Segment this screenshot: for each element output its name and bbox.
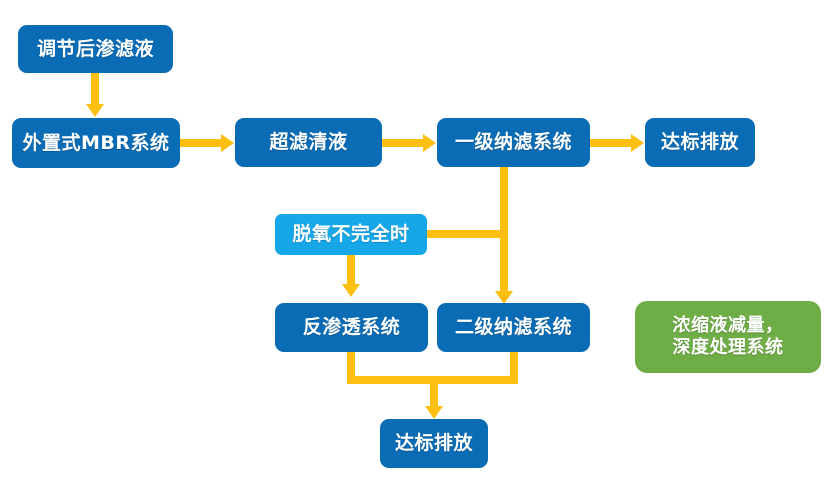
connector-nf1-to-discharge1-arrowhead bbox=[631, 134, 644, 152]
connector-uf-to-nf1-arrowhead bbox=[423, 134, 436, 152]
node-concentrate-reduction-system-label: 浓缩液减量， 深度处理系统 bbox=[672, 315, 784, 358]
node-incomplete-deoxygenation[interactable]: 脱氧不完全时 bbox=[275, 214, 427, 255]
connector-uf-to-nf1-line bbox=[382, 139, 424, 147]
node-compliant-discharge-top[interactable]: 达标排放 bbox=[645, 118, 755, 167]
node-nanofiltration-stage2-label: 二级纳滤系统 bbox=[454, 316, 572, 339]
connector-merge-to-discharge2-arrowhead bbox=[425, 406, 443, 419]
node-nanofiltration-stage1-label: 一级纳滤系统 bbox=[454, 131, 572, 154]
connector-nf2-drop-line bbox=[510, 352, 518, 384]
node-reverse-osmosis-system-label: 反渗透系统 bbox=[302, 316, 401, 339]
node-nanofiltration-stage2[interactable]: 二级纳滤系统 bbox=[437, 303, 590, 352]
node-mbr-system[interactable]: 外置式MBR系统 bbox=[12, 118, 180, 168]
node-nanofiltration-stage1[interactable]: 一级纳滤系统 bbox=[437, 118, 590, 167]
node-compliant-discharge-top-label: 达标排放 bbox=[660, 131, 739, 154]
connector-deoxy-to-ro-arrowhead bbox=[342, 284, 360, 297]
connector-deoxy-to-ro-line bbox=[347, 255, 355, 285]
connector-raw-to-mbr-line bbox=[91, 73, 99, 105]
node-compliant-discharge-bottom-label: 达标排放 bbox=[394, 432, 473, 455]
node-raw-leachate[interactable]: 调节后渗滤液 bbox=[18, 25, 173, 73]
connector-deoxy-to-trunk-line bbox=[427, 230, 505, 238]
connector-raw-to-mbr-arrowhead bbox=[86, 104, 104, 117]
connector-mbr-to-uf-line bbox=[180, 139, 222, 147]
node-mbr-system-label: 外置式MBR系统 bbox=[22, 131, 170, 154]
node-reverse-osmosis-system[interactable]: 反渗透系统 bbox=[275, 303, 428, 352]
node-compliant-discharge-bottom[interactable]: 达标排放 bbox=[380, 419, 488, 468]
node-ultrafiltration-clear-liquid[interactable]: 超滤清液 bbox=[235, 118, 382, 167]
node-raw-leachate-label: 调节后渗滤液 bbox=[36, 37, 154, 60]
connector-merge-to-discharge2-line bbox=[430, 376, 438, 407]
connector-mbr-to-uf-arrowhead bbox=[221, 134, 234, 152]
connector-nf1-to-nf2-arrowhead bbox=[495, 291, 513, 304]
connector-nf1-to-discharge1-line bbox=[590, 139, 632, 147]
node-concentrate-reduction-system[interactable]: 浓缩液减量， 深度处理系统 bbox=[635, 301, 821, 373]
node-ultrafiltration-clear-liquid-label: 超滤清液 bbox=[269, 131, 348, 154]
node-incomplete-deoxygenation-label: 脱氧不完全时 bbox=[292, 223, 410, 246]
connector-ro-drop-line bbox=[347, 352, 355, 384]
